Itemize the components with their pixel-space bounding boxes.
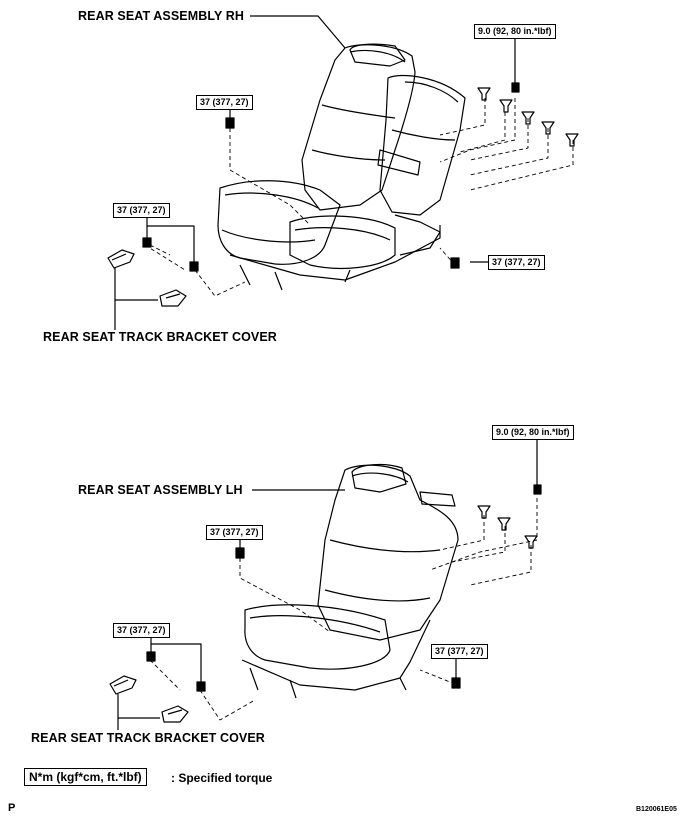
- torque-spec-lower-a: 37 (377, 27): [206, 525, 263, 540]
- torque-spec-upper-a: 37 (377, 27): [196, 95, 253, 110]
- torque-unit-legend-text: : Specified torque: [171, 771, 273, 785]
- torque-spec-lower-c: 37 (377, 27): [431, 644, 488, 659]
- torque-unit-legend-box: N*m (kgf*cm, ft.*lbf): [24, 768, 147, 786]
- torque-spec-upper-c: 37 (377, 27): [488, 255, 545, 270]
- rear-seat-lh-drawing: [109, 437, 542, 730]
- torque-spec-lower-b: 37 (377, 27): [113, 623, 170, 638]
- torque-spec-upper-top: 9.0 (92, 80 in.*lbf): [474, 24, 556, 39]
- torque-spec-lower-top: 9.0 (92, 80 in.*lbf): [492, 425, 574, 440]
- rear-seat-rh-drawing: [107, 15, 579, 330]
- rear-seat-assembly-rh-label: REAR SEAT ASSEMBLY RH: [78, 9, 245, 23]
- rear-seat-track-bracket-cover-label-lower: REAR SEAT TRACK BRACKET COVER: [31, 731, 265, 745]
- rear-seat-assembly-lh-label: REAR SEAT ASSEMBLY LH: [78, 483, 243, 497]
- corner-letter: P: [8, 802, 16, 814]
- torque-spec-upper-b: 37 (377, 27): [113, 203, 170, 218]
- figure-code: B120061E05: [636, 806, 677, 813]
- rear-seat-track-bracket-cover-label-upper: REAR SEAT TRACK BRACKET COVER: [43, 330, 277, 344]
